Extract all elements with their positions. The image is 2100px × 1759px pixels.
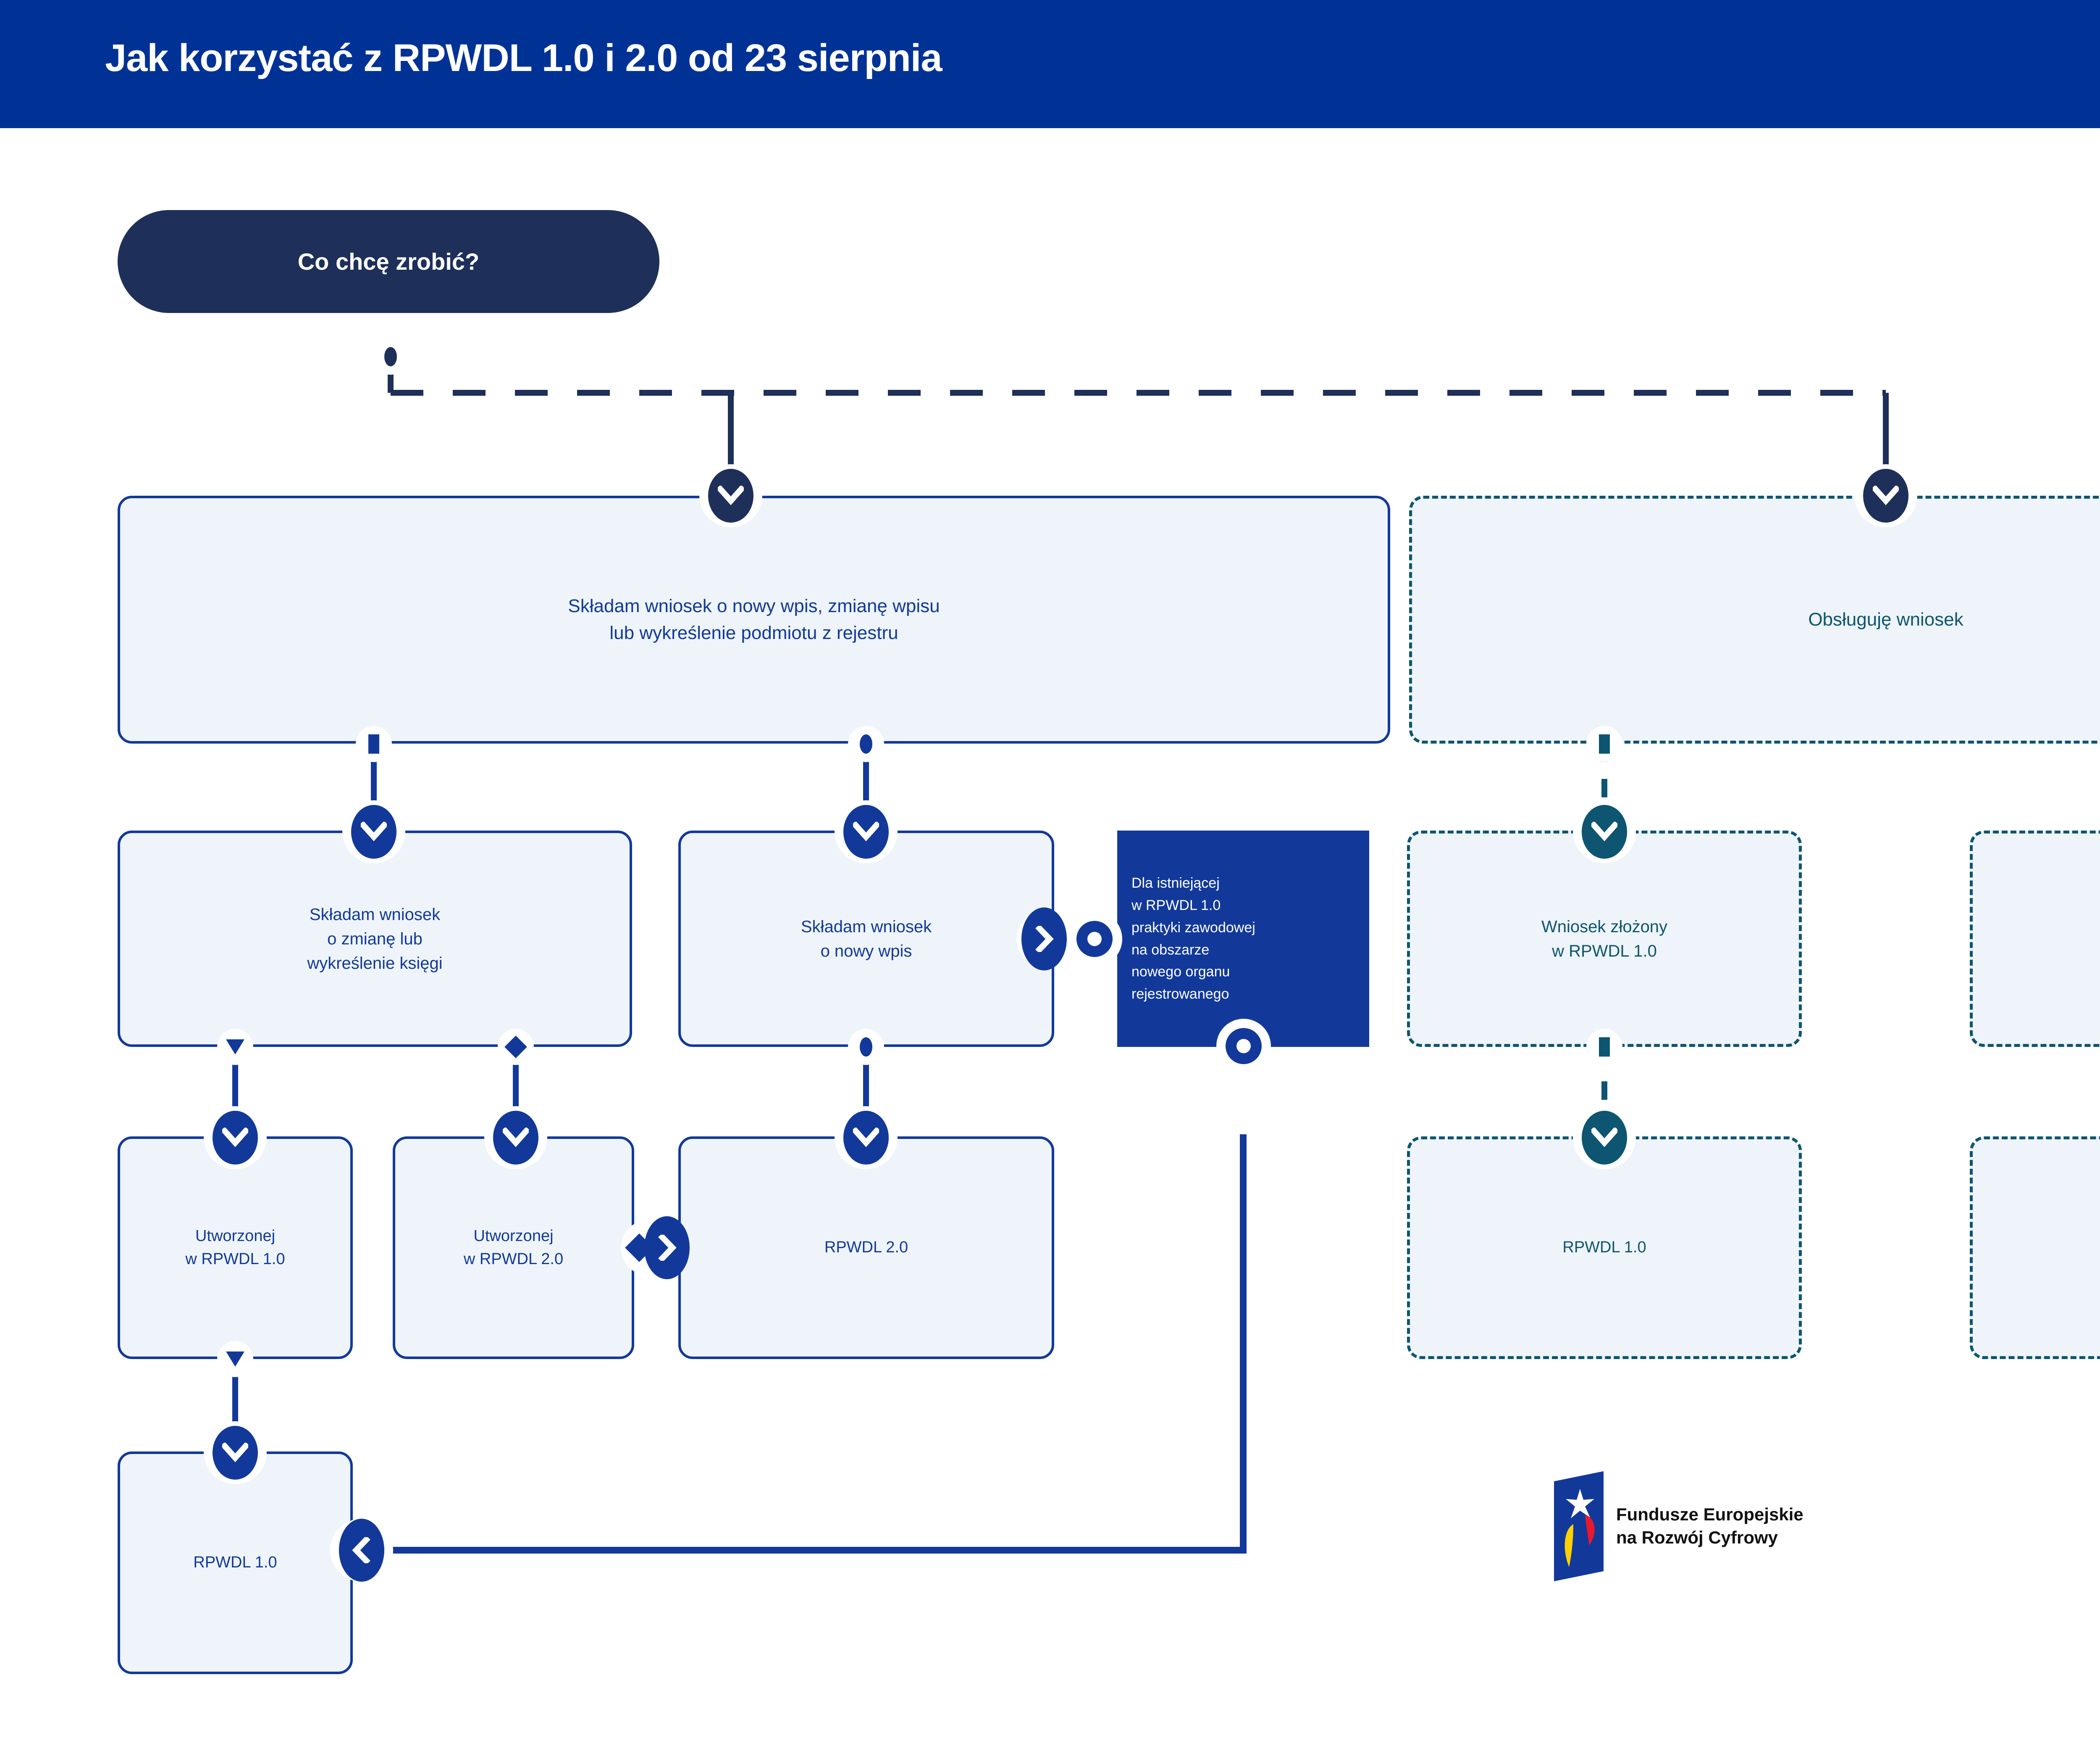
node-left-final-label: RPWDL 1.0 bbox=[193, 1554, 277, 1572]
start-node[interactable]: Co chcę zrobić? bbox=[118, 210, 659, 313]
node-right-root-label: Obsługuję wniosek bbox=[1808, 609, 1964, 630]
node-left-leaf-2-label: Utworzonej w RPWDL 2.0 bbox=[463, 1227, 564, 1268]
node-left-child-1-label: Składam wniosek o zmianę lub wykreślenie… bbox=[307, 905, 443, 973]
outlet-diamond-left-child-1 bbox=[497, 1028, 534, 1065]
node-left-leaf-3[interactable]: RPWDL 2.0 bbox=[678, 1136, 1054, 1359]
chevron-down-icon-right-leaf-1 bbox=[1573, 1106, 1636, 1169]
chevron-right-link-leaf23 bbox=[618, 1216, 702, 1279]
outlet-square-left-root bbox=[355, 726, 392, 762]
node-left-leaf-1[interactable]: Utworzonej w RPWDL 1.0 bbox=[118, 1136, 353, 1359]
page-title: Jak korzystać z RPWDL 1.0 i 2.0 od 23 si… bbox=[105, 37, 942, 79]
chevron-down-icon-left-child-1 bbox=[342, 800, 405, 863]
start-outlet-dot bbox=[372, 338, 409, 375]
start-node-label: Co chcę zrobić? bbox=[297, 248, 480, 275]
node-right-child-2[interactable]: Wniosek złożony w RPWDL 2.0 bbox=[1970, 831, 2100, 1047]
chevron-down-icon-left-leaf-2 bbox=[484, 1106, 547, 1169]
flow-diagram: Co chcę zrobić? Składam wniosek o nowy w… bbox=[0, 128, 2100, 1759]
chevron-down-icon-left-root bbox=[699, 464, 762, 527]
footer-logos: Fundusze Europejskie na Rozwój Cyfrowy R… bbox=[0, 1462, 2100, 1643]
node-left-final[interactable]: RPWDL 1.0 bbox=[118, 1451, 353, 1674]
fundusze-europejskie-text: Fundusze Europejskie na Rozwój Cyfrowy bbox=[1616, 1504, 1803, 1547]
header-bar: Jak korzystać z RPWDL 1.0 i 2.0 od 23 si… bbox=[0, 0, 2100, 128]
node-right-leaf-1[interactable]: RPWDL 1.0 bbox=[1407, 1136, 1802, 1359]
node-right-leaf-1-label: RPWDL 1.0 bbox=[1562, 1238, 1646, 1257]
node-right-leaf-2[interactable]: RPWDL 2.0 bbox=[1970, 1136, 2100, 1359]
node-left-leaf-1-label: Utworzonej w RPWDL 1.0 bbox=[185, 1227, 285, 1268]
node-right-root[interactable]: Obsługuję wniosek bbox=[1409, 496, 2100, 744]
fundusze-europejskie-logo: Fundusze Europejskie na Rozwój Cyfrowy bbox=[1554, 1471, 1803, 1581]
outlet-triangle-left-child-1 bbox=[217, 1028, 254, 1065]
chevron-left-icon-final bbox=[330, 1519, 393, 1582]
fundusze-europejskie-flag-icon bbox=[1554, 1471, 1604, 1581]
node-left-root-label: Składam wniosek o nowy wpis, zmianę wpis… bbox=[568, 596, 940, 643]
chevron-down-icon-left-child-2 bbox=[835, 800, 898, 863]
outlet-triangle-left-leaf-1 bbox=[217, 1341, 254, 1378]
node-left-note[interactable]: Dla istniejącej w RPWDL 1.0 praktyki zaw… bbox=[1117, 831, 1369, 1047]
outlet-square-right-child-1 bbox=[1586, 1028, 1623, 1065]
node-left-note-label: Dla istniejącej w RPWDL 1.0 praktyki zaw… bbox=[1131, 875, 1255, 1002]
outlet-circle-left-child-2 bbox=[848, 1028, 885, 1065]
chevron-down-icon-left-final bbox=[204, 1421, 267, 1484]
chevron-down-icon-left-leaf-3 bbox=[835, 1106, 898, 1169]
chevron-down-icon-left-leaf-1 bbox=[204, 1106, 267, 1169]
node-left-child-2-label: Składam wniosek o nowy wpis bbox=[801, 917, 932, 960]
outlet-square-right-root bbox=[1586, 726, 1623, 762]
chevron-down-icon-right-child-1 bbox=[1573, 800, 1636, 863]
node-right-child-2-label: Wniosek złożony w RPWDL 2.0 bbox=[2095, 915, 2100, 963]
outlet-ring-note-bottom bbox=[1216, 1019, 1271, 1073]
node-left-child-1[interactable]: Składam wniosek o zmianę lub wykreślenie… bbox=[118, 831, 632, 1047]
outlet-circle-left-root bbox=[848, 726, 885, 762]
chevron-down-icon-right-root bbox=[1854, 464, 1917, 527]
node-right-child-1-label: Wniosek złożony w RPWDL 1.0 bbox=[1541, 917, 1668, 960]
node-left-leaf-2[interactable]: Utworzonej w RPWDL 2.0 bbox=[393, 1136, 634, 1359]
node-left-child-2[interactable]: Składam wniosek o nowy wpis bbox=[678, 831, 1054, 1047]
chevron-right-link-note bbox=[1016, 907, 1126, 970]
node-left-leaf-3-label: RPWDL 2.0 bbox=[824, 1238, 908, 1257]
node-left-root[interactable]: Składam wniosek o nowy wpis, zmianę wpis… bbox=[118, 496, 1390, 744]
